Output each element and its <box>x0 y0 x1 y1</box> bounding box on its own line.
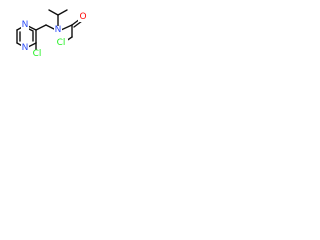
atom-cl-ring: Cl <box>31 49 44 59</box>
molecule-structure-diagram: N N N O Cl Cl <box>16 9 87 59</box>
atom-n-ring-top: N <box>21 20 29 30</box>
bond-ring-to-ch2 <box>35 24 47 31</box>
atom-n-amide: N <box>54 25 62 35</box>
atom-n-ring-bottom-label: N <box>22 43 29 53</box>
atom-n-ring-bottom: N <box>21 43 29 53</box>
atom-o-carbonyl: O <box>78 12 87 22</box>
atom-cl-ring-label: Cl <box>33 49 42 59</box>
bond-n-to-carbonyl <box>60 24 73 31</box>
atom-cl-chain: Cl <box>55 38 68 48</box>
atom-o-carbonyl-label: O <box>79 12 86 22</box>
bond-isopropyl-right-methyl <box>57 9 68 16</box>
atom-n-amide-label: N <box>55 25 62 35</box>
atom-n-ring-top-label: N <box>22 20 29 30</box>
atom-cl-chain-label: Cl <box>57 38 66 48</box>
bond-isopropyl-left-methyl <box>48 9 59 16</box>
